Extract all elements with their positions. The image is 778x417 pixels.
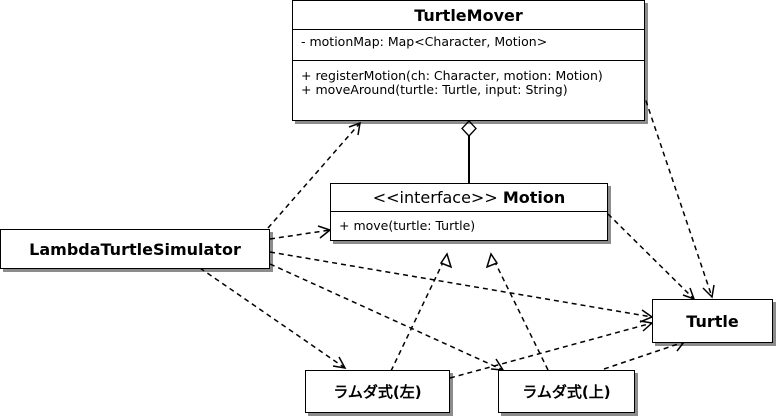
attributes-section: - motionMap: Map<Character, Motion> bbox=[293, 29, 644, 60]
class-name: TurtleMover bbox=[414, 5, 523, 25]
operations-section: + move(turtle: Turtle) bbox=[331, 211, 607, 240]
operation-registermotion: + registerMotion(ch: Character, motion: … bbox=[301, 68, 603, 83]
class-turtlemover: TurtleMover - motionMap: Map<Character, … bbox=[292, 0, 645, 121]
realization-lambda-left-motion bbox=[390, 253, 448, 372]
interface-header: <<interface>> Motion bbox=[331, 184, 607, 211]
dependency-lambda-left-turtle bbox=[449, 322, 653, 379]
class-turtle: Turtle bbox=[652, 299, 773, 343]
dependency-motion-turtle bbox=[607, 213, 695, 300]
dependency-simulator-motion bbox=[269, 229, 331, 240]
operation-move: + move(turtle: Turtle) bbox=[339, 218, 476, 233]
arrowhead bbox=[702, 284, 715, 299]
dependency-turtlemover-turtle bbox=[642, 91, 713, 298]
dependency-simulator-lambda-left bbox=[199, 267, 346, 369]
operations-section: + registerMotion(ch: Character, motion: … bbox=[293, 60, 644, 120]
dependency-simulator-turtle bbox=[269, 251, 653, 318]
interface-name: Motion bbox=[502, 188, 566, 207]
class-lambda-left: ラムダ式(左) bbox=[305, 370, 450, 413]
class-lambda-up: ラムダ式(上) bbox=[498, 370, 635, 413]
interface-stereotype: <<interface>> bbox=[372, 188, 498, 207]
arrowhead bbox=[348, 121, 361, 136]
realization-triangle bbox=[439, 252, 453, 269]
dependency-simulator-lambda-up bbox=[269, 263, 504, 371]
operation-movearound: + moveAround(turtle: Turtle, input: Stri… bbox=[301, 82, 568, 97]
aggregation-diamond bbox=[461, 120, 477, 137]
attribute-motionmap: - motionMap: Map<Character, Motion> bbox=[301, 34, 548, 49]
realization-triangle bbox=[485, 252, 499, 269]
class-lambdaturtlesimulator: LambdaTurtleSimulator bbox=[0, 229, 270, 269]
interface-motion: <<interface>> Motion + move(turtle: Turt… bbox=[330, 183, 608, 241]
realization-lambda-up-motion bbox=[490, 253, 549, 371]
dependency-lambda-up-turtle bbox=[603, 341, 685, 370]
arrowhead bbox=[332, 356, 347, 369]
arrowhead bbox=[317, 225, 332, 239]
